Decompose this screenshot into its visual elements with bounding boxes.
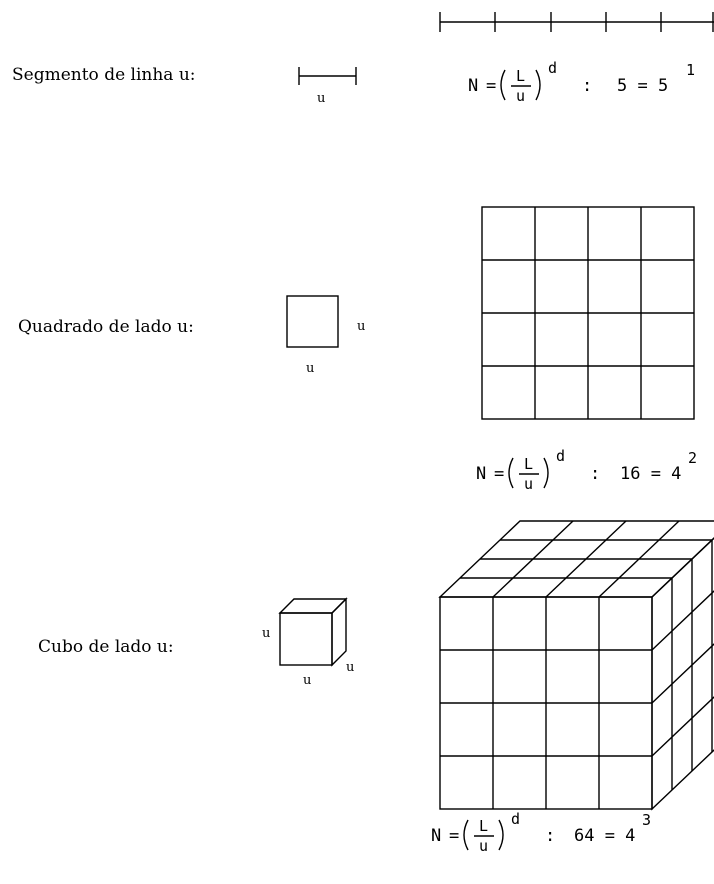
- svg-text:d: d: [548, 59, 557, 77]
- svg-text:=: =: [486, 76, 496, 96]
- segment-formula: N = L u d : 5 = 5 1: [468, 59, 695, 105]
- segment-label: Segmento de linha u:: [12, 65, 196, 85]
- svg-text:d: d: [556, 447, 565, 465]
- svg-text:=: =: [449, 826, 459, 846]
- square-label: Quadrado de lado u:: [18, 317, 194, 337]
- svg-text::: :: [582, 76, 592, 96]
- svg-text:L: L: [479, 817, 488, 835]
- svg-text:5 = 5: 5 = 5: [617, 76, 668, 96]
- svg-text::: :: [590, 464, 600, 484]
- unit-square: [286, 295, 339, 348]
- unit-cube-depth-label: u: [346, 660, 354, 675]
- svg-text:L: L: [524, 455, 533, 473]
- unit-cube-bottom-label: u: [303, 673, 311, 688]
- svg-text::: :: [545, 826, 555, 846]
- svg-text:16 = 4: 16 = 4: [620, 464, 681, 484]
- svg-text:d: d: [511, 810, 520, 828]
- unit-cube: [278, 597, 348, 667]
- unit-cube-left-label: u: [262, 626, 270, 641]
- unit-square-bottom-label: u: [306, 361, 314, 376]
- svg-text:=: =: [494, 464, 504, 484]
- svg-text:N: N: [468, 76, 478, 96]
- svg-text:3: 3: [642, 811, 651, 829]
- svg-text:64 = 4: 64 = 4: [574, 826, 635, 846]
- divided-segment: [439, 12, 714, 32]
- cube-label: Cubo de lado u:: [38, 637, 174, 657]
- unit-square-side-label: u: [357, 319, 365, 334]
- svg-text:2: 2: [688, 449, 697, 467]
- svg-text:u: u: [516, 87, 525, 105]
- svg-text:1: 1: [686, 61, 695, 79]
- svg-text:L: L: [516, 67, 525, 85]
- svg-text:N: N: [476, 464, 486, 484]
- svg-text:N: N: [431, 826, 441, 846]
- cube-formula: N = L u d : 64 = 4 3: [431, 810, 651, 855]
- unit-segment-u-label: u: [317, 91, 325, 106]
- square-formula: N = L u d : 16 = 4 2: [476, 447, 697, 493]
- big-cube: [438, 520, 714, 811]
- square-grid: [481, 206, 695, 420]
- svg-text:u: u: [524, 475, 533, 493]
- svg-text:u: u: [479, 837, 488, 855]
- unit-segment: [298, 67, 357, 85]
